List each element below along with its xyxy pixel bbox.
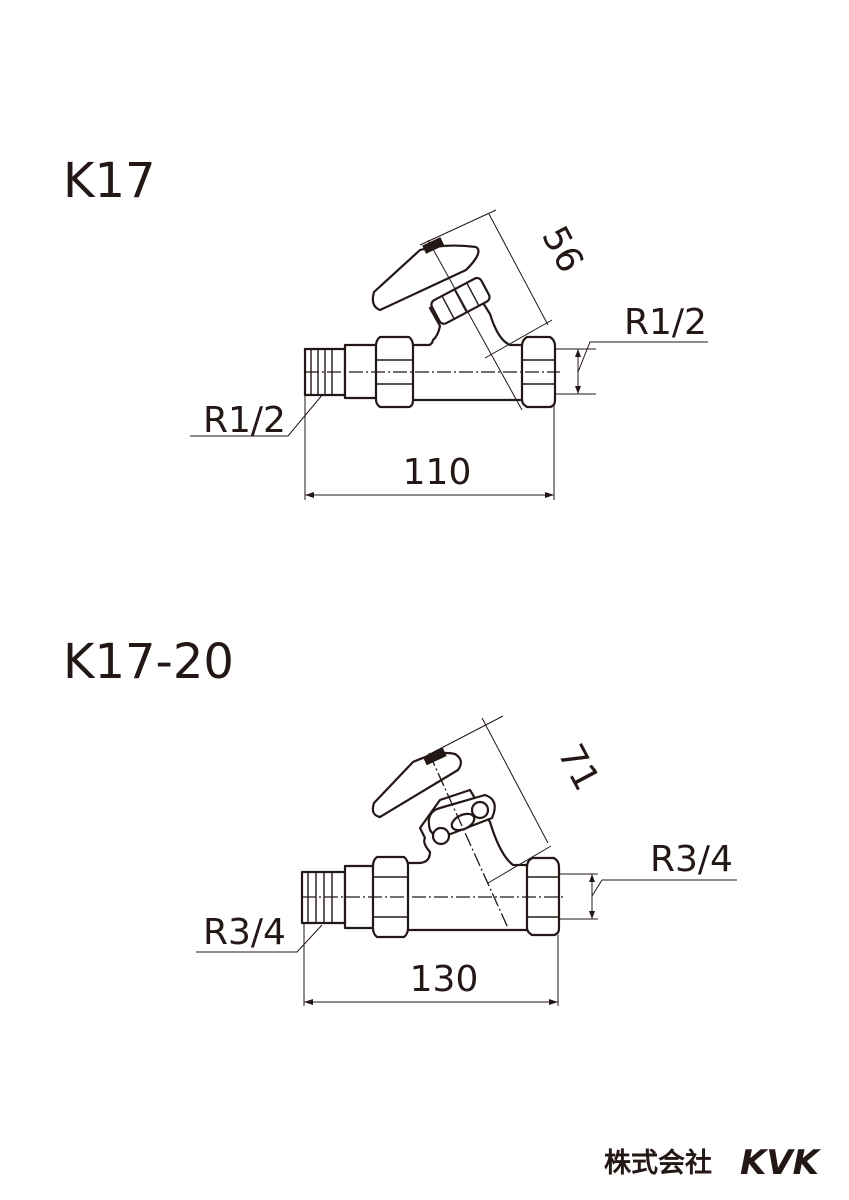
- handle-height-label: 56: [533, 220, 591, 280]
- model-title: K17-20: [63, 634, 234, 690]
- length-dimension: 110: [304, 395, 555, 500]
- logo-company-jp: 株式会社: [604, 1147, 712, 1179]
- logo-brand: KVK: [740, 1143, 822, 1183]
- bonnet-nut: [430, 276, 491, 325]
- outlet-thread-callout: R1/2: [556, 302, 708, 395]
- inlet-thread-label: R3/4: [203, 912, 286, 953]
- drawing-k17: K17 110 R1/2 R1/2: [63, 153, 708, 500]
- handle-height-label: 71: [549, 738, 607, 798]
- length-label: 110: [403, 452, 472, 493]
- inlet-thread-label: R1/2: [203, 400, 286, 441]
- valve-body: [300, 747, 565, 939]
- outlet-thread-label: R3/4: [650, 839, 733, 880]
- company-logo: 株式会社 KVK: [604, 1143, 822, 1183]
- length-dimension: 130: [303, 923, 559, 1006]
- inlet-thread-callout: R1/2: [190, 393, 324, 441]
- drawing-k17-20: K17-20 130 R3/4 R3/4: [63, 634, 737, 1006]
- valve-body: [303, 237, 560, 411]
- model-title: K17: [63, 153, 156, 209]
- length-label: 130: [410, 959, 479, 1000]
- bonnet-body: [427, 793, 496, 846]
- outlet-thread-callout: R3/4: [560, 839, 737, 920]
- inlet-thread-callout: R3/4: [196, 912, 323, 953]
- outlet-thread-label: R1/2: [624, 302, 707, 343]
